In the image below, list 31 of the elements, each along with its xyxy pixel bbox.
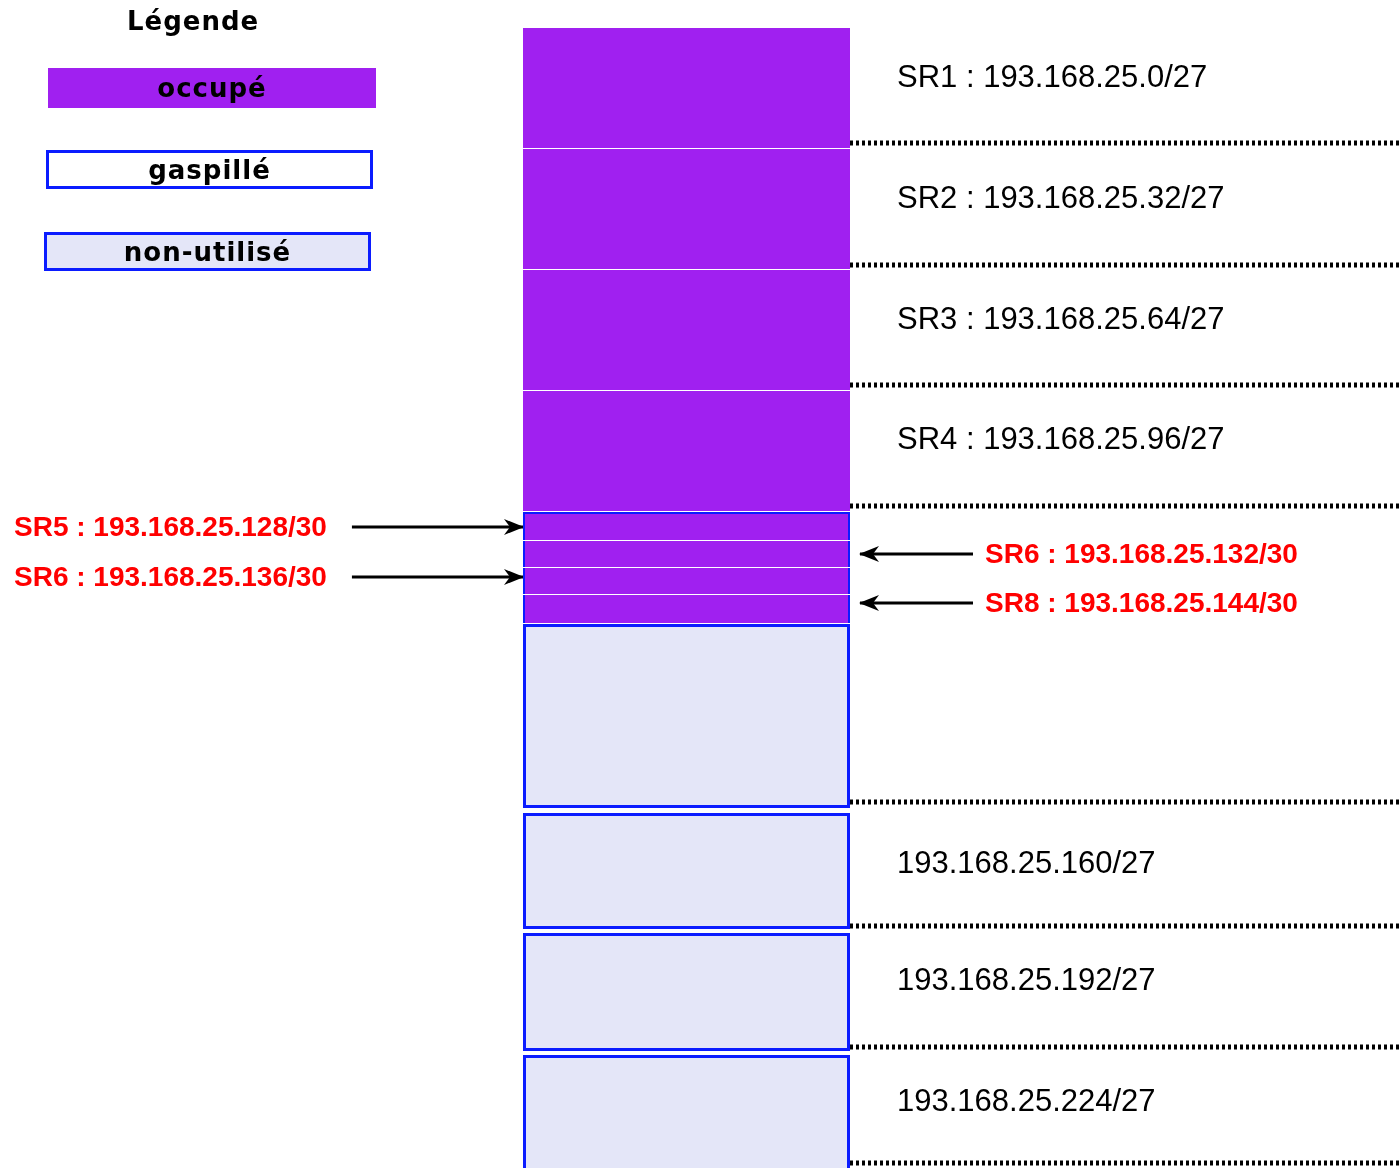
arrow — [351, 569, 524, 585]
legend-swatch: non-utilisé — [44, 232, 371, 271]
address-label: SR4 : 193.168.25.96/27 — [897, 422, 1225, 454]
address-block — [523, 28, 850, 148]
arrow — [859, 595, 973, 611]
address-label: SR1 : 193.168.25.0/27 — [897, 60, 1208, 92]
arrow — [859, 546, 973, 562]
legend-title: Légende — [127, 6, 260, 36]
address-label: 193.168.25.192/27 — [897, 963, 1156, 995]
subnet-label: SR6 : 193.168.25.132/30 — [985, 540, 1298, 568]
address-label: SR3 : 193.168.25.64/27 — [897, 302, 1225, 334]
subnet-label: SR8 : 193.168.25.144/30 — [985, 589, 1298, 617]
address-block — [523, 270, 850, 390]
arrow — [351, 519, 524, 535]
address-block — [523, 1055, 850, 1168]
address-block — [523, 624, 850, 808]
legend-swatch: occupé — [48, 68, 376, 108]
address-block — [523, 541, 850, 567]
subnet-label: SR5 : 193.168.25.128/30 — [14, 513, 327, 541]
address-block — [523, 933, 850, 1051]
address-block — [523, 149, 850, 269]
legend-swatch: gaspillé — [46, 150, 373, 189]
address-block — [523, 595, 850, 623]
address-block — [523, 813, 850, 929]
address-block — [523, 391, 850, 511]
address-label: 193.168.25.160/27 — [897, 846, 1156, 878]
address-label: 193.168.25.224/27 — [897, 1084, 1156, 1116]
address-block — [523, 568, 850, 594]
address-block — [523, 512, 850, 540]
subnet-label: SR6 : 193.168.25.136/30 — [14, 563, 327, 591]
address-label: SR2 : 193.168.25.32/27 — [897, 181, 1225, 213]
